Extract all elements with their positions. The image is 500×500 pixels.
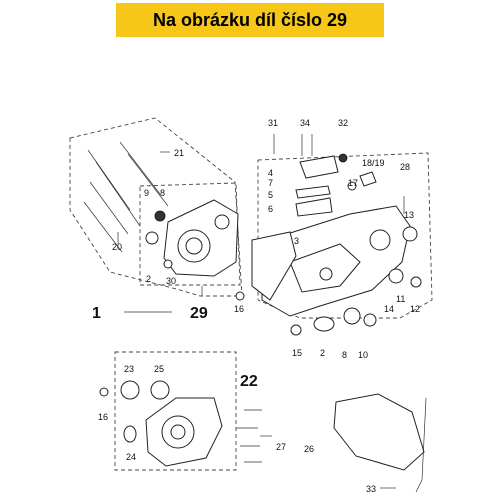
clutch-cover xyxy=(99,380,262,467)
callout-31: 31 xyxy=(268,118,278,128)
callout-32: 32 xyxy=(338,118,348,128)
callout-9: 9 xyxy=(144,188,149,198)
callout-16b: 16 xyxy=(98,412,108,422)
callout-20: 20 xyxy=(112,242,122,252)
banner-title: Na obrázku díl číslo 29 xyxy=(152,9,348,30)
callout-11: 11 xyxy=(396,294,405,304)
callout-29: 29 xyxy=(190,305,208,322)
callout-2b: 2 xyxy=(320,348,325,358)
callout-22: 22 xyxy=(240,373,258,390)
callout-8b: 8 xyxy=(342,350,347,360)
callout-23: 23 xyxy=(124,364,134,374)
callout-33: 33 xyxy=(366,484,376,494)
callout-8: 8 xyxy=(160,188,165,198)
callout-30: 30 xyxy=(166,276,176,286)
callout-5: 5 xyxy=(268,190,273,200)
long-bolts xyxy=(83,141,169,253)
main-crankcase xyxy=(235,205,422,336)
crankcase-half-group-outline xyxy=(139,182,241,286)
cover-group-outline xyxy=(114,351,237,471)
callout-25: 25 xyxy=(154,364,164,374)
callout-12: 12 xyxy=(410,304,420,314)
callout-24: 24 xyxy=(126,452,136,462)
callout-26: 26 xyxy=(304,444,314,454)
callout-10: 10 xyxy=(358,350,368,360)
gasket-and-belt xyxy=(333,393,427,493)
main-crankcase-group-outline xyxy=(257,152,433,319)
callout-3: 3 xyxy=(294,236,299,246)
callout-14: 14 xyxy=(384,304,394,314)
callout-28: 28 xyxy=(400,162,410,172)
callout-7: 7 xyxy=(268,178,273,188)
callout-4: 4 xyxy=(268,168,273,178)
cylinder-bolt-group-outline xyxy=(69,117,243,297)
callout-2: 2 xyxy=(146,274,151,284)
callout-1: 1 xyxy=(92,305,101,322)
top-small-parts xyxy=(273,134,405,217)
callout-6: 6 xyxy=(268,204,273,214)
callout-18-19: 18/19 xyxy=(362,158,385,168)
callout-17: 17 xyxy=(348,178,358,188)
part-number-banner: Na obrázku díl číslo 29 xyxy=(116,3,384,37)
callout-16: 16 xyxy=(234,304,244,314)
callout-13: 13 xyxy=(404,210,414,220)
leader-lines xyxy=(117,151,396,489)
callout-15: 15 xyxy=(292,348,302,358)
callout-34: 34 xyxy=(300,118,310,128)
callout-21: 21 xyxy=(174,148,184,158)
left-crankcase-half xyxy=(145,199,239,277)
callout-27: 27 xyxy=(276,442,286,452)
